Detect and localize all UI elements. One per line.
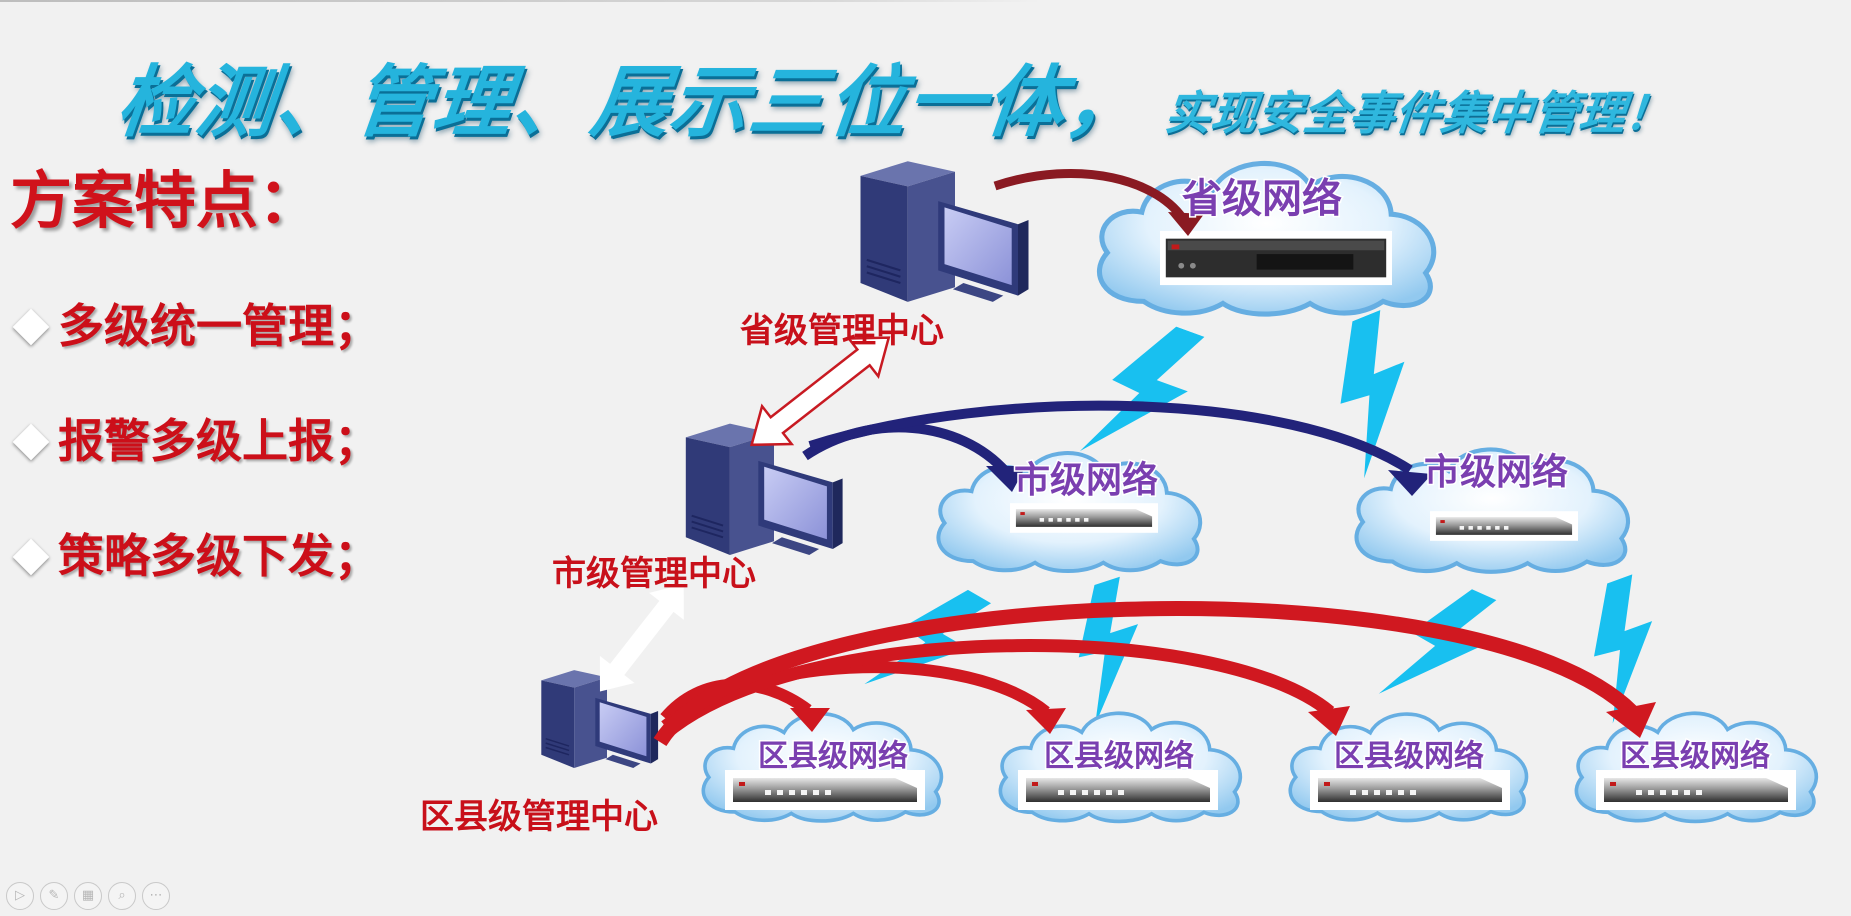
county-device-icon-3 xyxy=(1310,770,1510,810)
city-county-double-arrow-icon xyxy=(599,584,684,692)
slideshow-toolbar: ▷ ✎ ▦ ⌕ ⋯ xyxy=(6,882,170,910)
county-device-icon-2 xyxy=(1018,770,1218,810)
county-network-label-4: 区县级网络 xyxy=(1620,739,1770,774)
county-device-icon-4 xyxy=(1596,770,1796,810)
top-divider xyxy=(0,0,1040,2)
feature-item-2: 报警多级上报； xyxy=(12,405,380,471)
county-center-label: 区县级管理中心 xyxy=(420,797,658,837)
county-network-label-2: 区县级网络 xyxy=(1044,739,1194,774)
city-network-label-1: 市级网络 xyxy=(1014,459,1158,501)
more-icon[interactable]: ⋯ xyxy=(142,882,170,910)
feature-item-3: 策略多级下发； xyxy=(12,520,380,586)
feature-text-2: 报警多级上报； xyxy=(58,414,380,468)
lightning-province-city-left xyxy=(1079,310,1208,479)
feature-item-1: 多级统一管理； xyxy=(12,290,380,356)
city-device-icon-2 xyxy=(1430,511,1578,541)
zoom-icon[interactable]: ⌕ xyxy=(108,882,136,910)
play-icon[interactable]: ▷ xyxy=(6,882,34,910)
county-network-label-3: 区县级网络 xyxy=(1334,739,1484,774)
pen-icon[interactable]: ✎ xyxy=(40,882,68,910)
province-network-label: 省级网络 xyxy=(1182,176,1342,222)
province-device-icon xyxy=(1160,230,1392,286)
province-city-double-arrow-icon xyxy=(749,336,891,447)
province-center-label: 省级管理中心 xyxy=(740,311,944,351)
slides-icon[interactable]: ▦ xyxy=(74,882,102,910)
feature-text-3: 策略多级下发； xyxy=(58,529,380,583)
county-arrows xyxy=(653,601,1656,747)
county-network-label-1: 区县级网络 xyxy=(758,739,908,774)
province-arrow xyxy=(993,169,1204,236)
county-device-icon-1 xyxy=(725,770,925,810)
city-network-label-2: 市级网络 xyxy=(1424,451,1568,493)
features-title: 方案特点： xyxy=(10,164,321,237)
center-link-arrows xyxy=(599,336,891,692)
city-device-icon-1 xyxy=(1010,503,1158,533)
feature-text-1: 多级统一管理； xyxy=(58,299,380,353)
city-arrows xyxy=(802,400,1432,496)
county-center-computer-icon xyxy=(540,669,659,769)
city-center-label: 市级管理中心 xyxy=(552,554,756,594)
